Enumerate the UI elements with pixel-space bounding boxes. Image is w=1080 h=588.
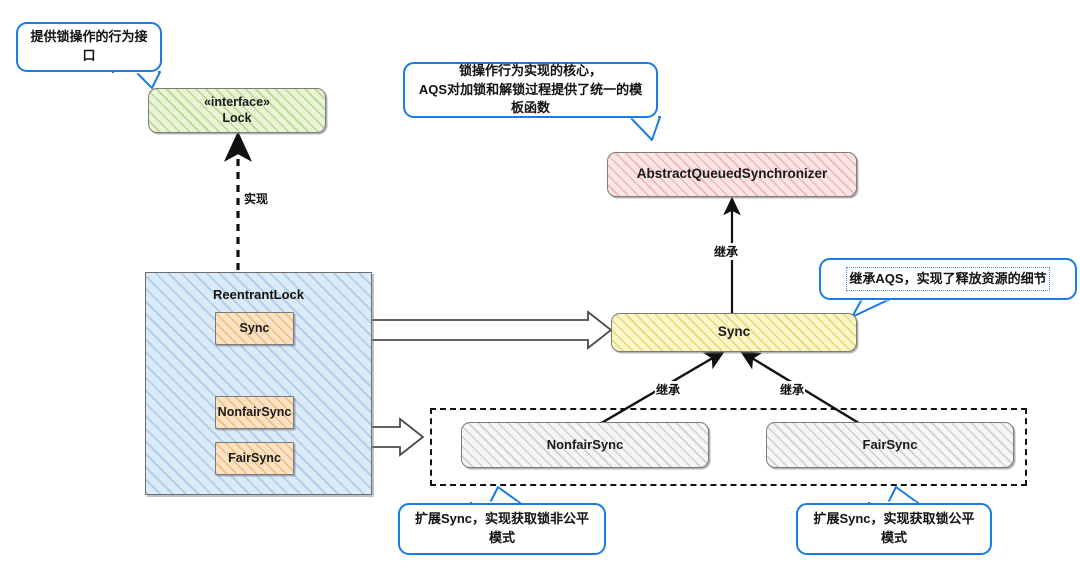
callout-sync-note: 继承AQS，实现了释放资源的细节 [819, 258, 1077, 300]
node-nonfairsync-label: NonfairSync [546, 436, 624, 452]
node-reentrantlock-inner-nonfairsync[interactable]: NonfairSync [215, 396, 294, 429]
subclass-group-container [430, 408, 1027, 486]
node-sync-label: Sync [717, 324, 751, 340]
callout-tail-sync-note [851, 297, 891, 318]
node-fairsync-label: FairSync [862, 436, 918, 452]
node-reentrantlock-inner-fairsync[interactable]: FairSync [215, 442, 294, 475]
callout-tail-lock-note [112, 70, 161, 89]
node-abstractqueuedsynchronizer-label: AbstractQueuedSynchronizer [636, 166, 828, 182]
node-nonfairsync[interactable]: NonfairSync [461, 422, 709, 468]
callout-nonfairsync-note: 扩展Sync，实现获取锁非公平模式 [398, 503, 606, 555]
node-lock-interface-label: «interface»Lock [204, 95, 270, 126]
edge-label-extends-aqs: 继承 [713, 243, 740, 260]
node-lock-interface[interactable]: «interface»Lock [148, 88, 326, 133]
callout-fairsync-note: 扩展Sync，实现获取锁公平模式 [796, 503, 992, 555]
edge-label-extends-nonfairsync: 继承 [655, 381, 682, 398]
node-reentrantlock-inner-fairsync-label: FairSync [228, 450, 281, 465]
node-reentrantlock-inner-sync-label: Sync [239, 320, 270, 335]
callout-nonfairsync-note-text: 扩展Sync，实现获取锁非公平模式 [414, 511, 590, 545]
callout-tail-fair-note [868, 486, 919, 505]
callout-aqs-note-text: 锁操作行为实现的核心， AQS对加锁和解锁过程提供了统一的模板函数 [418, 62, 643, 116]
node-lock-name: Lock [222, 110, 252, 125]
callout-lock-note-text: 提供锁操作的行为接口 [30, 29, 148, 63]
callout-aqs-note: 锁操作行为实现的核心， AQS对加锁和解锁过程提供了统一的模板函数 [403, 62, 658, 118]
node-reentrantlock[interactable] [145, 272, 372, 495]
edge-label-extends-fairsync: 继承 [779, 381, 806, 398]
node-reentrantlock-label: ReentrantLock [212, 287, 305, 302]
edge-label-implements: 实现 [243, 190, 270, 207]
callout-tail-aqs-note [604, 115, 661, 141]
node-reentrantlock-inner-nonfairsync-label: NonfairSync [217, 404, 292, 419]
callout-fairsync-note-text: 扩展Sync，实现获取锁公平模式 [813, 511, 975, 545]
node-lock-stereotype: «interface» [203, 94, 270, 109]
node-sync[interactable]: Sync [611, 313, 857, 352]
node-abstractqueuedsynchronizer[interactable]: AbstractQueuedSynchronizer [607, 152, 857, 197]
node-fairsync[interactable]: FairSync [766, 422, 1014, 468]
callout-tail-nonfair-note [470, 486, 521, 505]
callout-sync-note-text: 继承AQS，实现了释放资源的细节 [846, 266, 1050, 292]
node-reentrantlock-inner-sync[interactable]: Sync [215, 312, 294, 345]
callout-lock-note: 提供锁操作的行为接口 [16, 22, 162, 72]
